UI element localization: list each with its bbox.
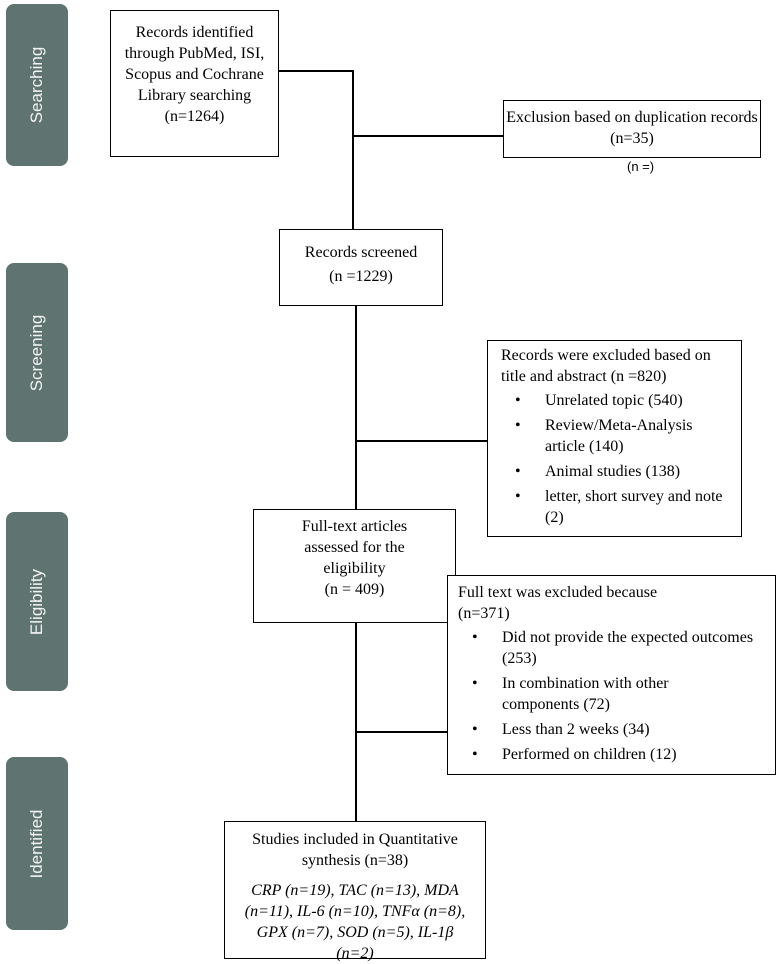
title-abstract-exclusion-list: Unrelated topic (540) Review/Meta-Analys…	[501, 390, 731, 528]
stage-label-identified: Identified	[27, 809, 46, 878]
fulltext-exclusion-title: Full text was excluded because (n=371)	[458, 584, 658, 622]
fulltext-assessed-box: Full-text articles assessed for the elig…	[253, 509, 456, 623]
stage-tab-eligibility: Eligibility	[6, 512, 68, 691]
stage-label-eligibility: Eligibility	[27, 568, 46, 635]
records-identified-text: Records identified through PubMed, ISI, …	[124, 24, 265, 125]
list-item: In combination with other components (72…	[458, 673, 765, 715]
list-item: Performed on children (12)	[458, 744, 765, 765]
list-item: Less than 2 weeks (34)	[458, 719, 765, 740]
records-screened-count: (n =1229)	[329, 268, 393, 285]
list-item: letter, short survey and note (2)	[501, 486, 731, 528]
fulltext-assessed-title: Full-text articles assessed for the elig…	[301, 518, 408, 577]
records-screened-title: Records screened	[304, 244, 418, 261]
studies-included-box: Studies included in Quantitative synthes…	[224, 821, 486, 962]
stage-tab-searching: Searching	[6, 4, 68, 166]
fulltext-exclusion-box: Full text was excluded because (n=371) D…	[447, 575, 776, 775]
title-abstract-exclusion-title: Records were excluded based on title and…	[501, 347, 711, 385]
connector-main-vertical-2	[355, 305, 357, 511]
fulltext-assessed-count: (n = 409)	[324, 581, 385, 598]
stage-tab-screening: Screening	[6, 263, 68, 442]
connector-screen-exclude-branch	[355, 440, 488, 442]
duplication-exclusion-box: Exclusion based on duplication records (…	[503, 100, 761, 158]
connector-fulltext-exclude-branch	[355, 731, 448, 733]
stage-tab-identified: Identified	[6, 757, 68, 930]
connector-main-vertical-3	[355, 623, 357, 821]
connector-identified-right	[277, 70, 354, 72]
records-identified-box: Records identified through PubMed, ISI, …	[110, 10, 279, 157]
list-item: Animal studies (138)	[501, 461, 731, 482]
studies-included-details: CRP (n=19), TAC (n=13), MDA (n=11), IL-6…	[244, 882, 466, 962]
connector-main-vertical-1	[352, 70, 354, 232]
duplication-note: (n =)	[627, 159, 655, 174]
list-item: Did not provide the expected outcomes (2…	[458, 627, 765, 669]
connector-duplication-branch	[352, 135, 504, 137]
stage-label-searching: Searching	[27, 46, 46, 124]
list-item: Unrelated topic (540)	[501, 390, 731, 411]
studies-included-title: Studies included in Quantitative synthes…	[252, 831, 458, 869]
fulltext-exclusion-list: Did not provide the expected outcomes (2…	[458, 627, 765, 765]
stage-label-screening: Screening	[27, 314, 46, 391]
title-abstract-exclusion-box: Records were excluded based on title and…	[487, 340, 742, 537]
records-screened-box: Records screened (n =1229)	[279, 229, 443, 306]
duplication-exclusion-text: Exclusion based on duplication records (…	[506, 109, 758, 147]
list-item: Review/Meta-Analysis article (140)	[501, 415, 731, 457]
